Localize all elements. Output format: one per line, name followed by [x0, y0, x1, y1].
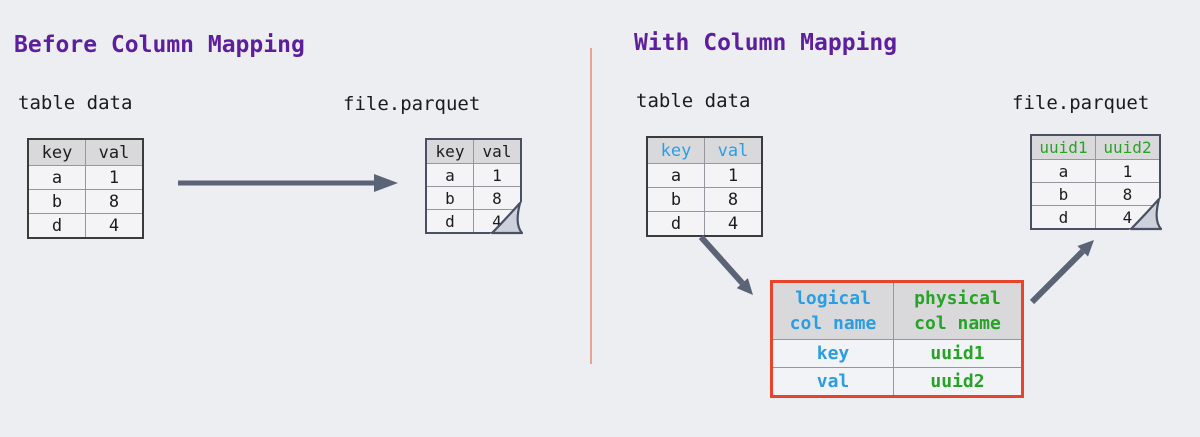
table-header-row: key val	[27, 138, 144, 166]
cell: d	[27, 213, 86, 239]
col-header: uuid2	[1095, 135, 1160, 160]
cell: d	[1031, 205, 1096, 229]
table-row: b 8	[646, 187, 763, 212]
arrow-down-right-icon	[698, 234, 753, 295]
table-data-label: table data	[18, 92, 133, 114]
table-header-row: uuid1 uuid2	[1031, 135, 1160, 160]
cell: d	[426, 209, 474, 233]
table-row: key uuid1	[771, 339, 1023, 368]
table-row: a 1	[27, 165, 144, 190]
table-row: a 1	[646, 163, 763, 188]
parquet-file-table: uuid1 uuid2 a 1 b 8 d 4	[1030, 134, 1162, 231]
col-header: key	[27, 138, 86, 166]
file-parquet-label: file.parquet	[343, 93, 481, 115]
table-row: d 4	[27, 213, 144, 239]
arrow-up-right-icon	[1029, 240, 1094, 305]
cell: d	[646, 211, 705, 237]
col-header: val	[473, 139, 521, 164]
cell: 8	[1095, 182, 1160, 206]
parquet-file-table: key val a 1 b 8 d 4	[425, 138, 523, 235]
cell: uuid2	[893, 367, 1023, 397]
cell: 1	[85, 165, 144, 190]
section-divider	[590, 48, 592, 364]
column-mapping-table: logical col name physical col name key u…	[770, 280, 1024, 398]
cell: b	[1031, 182, 1096, 206]
cell: val	[771, 367, 894, 397]
cell: uuid1	[893, 339, 1023, 368]
col-header: val	[704, 136, 763, 164]
table-row: b 8	[27, 189, 144, 214]
table-data-label: table data	[636, 90, 751, 112]
file-parquet-label: file.parquet	[1012, 92, 1150, 114]
cell: 8	[85, 189, 144, 214]
col-header: key	[646, 136, 705, 164]
cell: a	[1031, 159, 1096, 183]
cell: 1	[473, 163, 521, 187]
cell: a	[27, 165, 86, 190]
cell: key	[771, 339, 894, 368]
table-row: a 1	[426, 163, 521, 187]
table-header-row: key val	[426, 139, 521, 164]
page-fold-icon	[1128, 197, 1162, 231]
table-row: b 8	[1031, 182, 1160, 206]
before-section-title: Before Column Mapping	[14, 32, 305, 58]
cell: a	[646, 163, 705, 188]
table-data-table: key val a 1 b 8 d 4	[646, 136, 763, 237]
with-section-title: With Column Mapping	[634, 30, 898, 56]
table-data-table: key val a 1 b 8 d 4	[27, 138, 144, 239]
table-row: val uuid2	[771, 367, 1023, 397]
table-header-row: logical col name physical col name	[771, 281, 1023, 340]
cell: 4	[704, 211, 763, 237]
cell: b	[27, 189, 86, 214]
col-header: val	[85, 138, 144, 166]
cell: 4	[85, 213, 144, 239]
cell: 1	[1095, 159, 1160, 183]
cell: a	[426, 163, 474, 187]
cell: b	[646, 187, 705, 212]
table-header-row: key val	[646, 136, 763, 164]
table-row: b 8	[426, 186, 521, 210]
logical-col-header: logical col name	[771, 281, 894, 340]
page-fold-icon	[489, 201, 523, 235]
table-row: a 1	[1031, 159, 1160, 183]
col-header: key	[426, 139, 474, 164]
cell: 8	[704, 187, 763, 212]
arrow-right-icon	[178, 174, 398, 192]
physical-col-header: physical col name	[893, 281, 1023, 340]
cell: b	[426, 186, 474, 210]
col-header: uuid1	[1031, 135, 1096, 160]
table-row: d 4	[646, 211, 763, 237]
cell: 1	[704, 163, 763, 188]
cell: 8	[473, 186, 521, 210]
